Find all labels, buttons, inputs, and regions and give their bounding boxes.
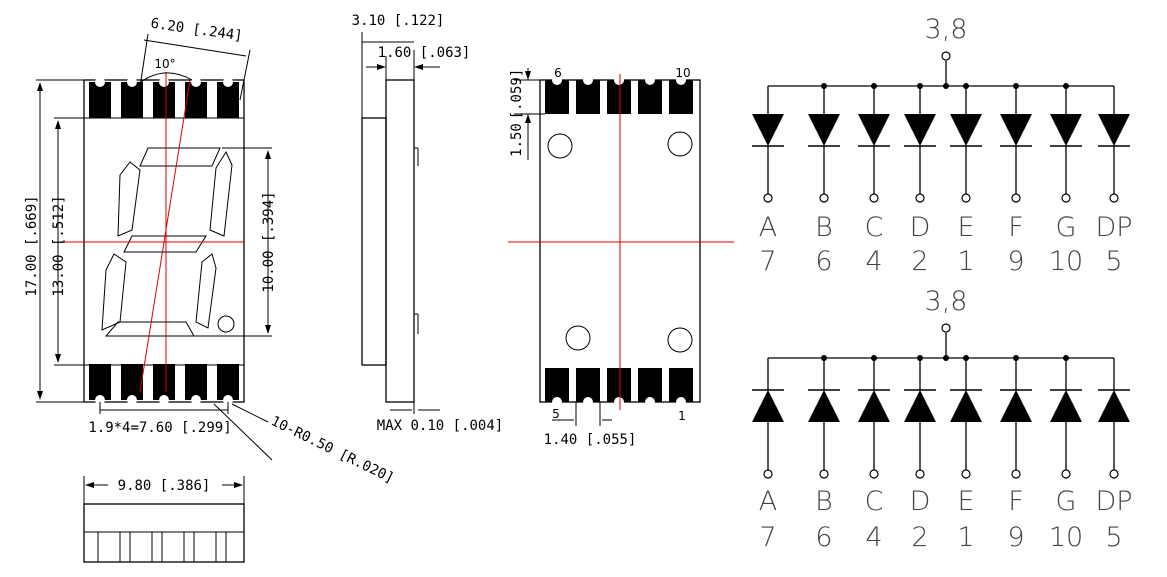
pin-label: 2 [911,246,928,277]
pin-label: 5 [1105,522,1122,553]
front-height-label: 17.00 [.669] [24,195,40,296]
segment-label-f: F [1008,212,1024,243]
diode-ca-b: B6 [808,83,840,277]
front-inner-height-label: 13.00 [.512] [51,195,67,296]
pin-label: 7 [759,246,776,277]
diode-ca-d: D2 [904,83,936,277]
segment-label-e: E [957,486,974,517]
diode-ca-e: E1 [950,83,982,277]
diode-ca-c: C4 [858,83,890,277]
front-angle-label: 10° [154,57,175,71]
bottom-pin-1: 1 [678,409,686,423]
bottom-bottom-pads [545,368,693,407]
common-cathode-pins-label: 3,8 [925,286,968,317]
diode-ca-g: G10 [1049,83,1083,277]
segment-label-d: D [910,212,931,243]
pin-label: 6 [815,522,832,553]
end-view [83,476,245,563]
pin-label: 4 [865,522,882,553]
segment-label-g: G [1056,212,1077,243]
front-top-pads [89,77,239,118]
diode-cc-g: G 10 [1049,355,1083,553]
bottom-pin-5: 5 [552,407,560,421]
segment-label-c: C [865,212,884,243]
segment-label-c: C [865,486,884,517]
pin-label: 4 [865,246,882,277]
pin-label: 5 [1105,246,1122,277]
diode-ca-dp: DP5 [1095,86,1133,277]
pin-label: 1 [957,522,974,553]
segment-label-a: A [759,212,777,243]
front-digit-height-label: 10.00 [.394] [261,191,277,292]
bottom-pin-6: 6 [554,66,562,80]
segment-label-d: D [910,486,931,517]
front-bottom-pads [89,364,239,405]
common-anode-pins-label: 3,8 [925,14,968,45]
front-pitch-label: 1.9*4=7.60 [.299] [88,420,231,436]
end-width-label: 9.80 [.386] [118,478,211,494]
pin-label: 10 [1049,246,1083,277]
pin-label: 6 [815,246,832,277]
diode-cc-c: C4 [858,355,890,553]
front-width-label: 6.20 [.244] [150,16,244,45]
diode-cc-dp: DP 5 [1095,358,1133,553]
segment-label-b: B [815,212,833,243]
segment-label-dp: DP [1095,486,1132,517]
segment-label-b: B [815,486,833,517]
pin-label: 7 [759,522,776,553]
bottom-view [508,68,734,426]
diode-cc-a: A7 [752,358,784,553]
side-max-label: MAX 0.10 [.004] [377,418,503,434]
segment-label-dp: DP [1095,212,1132,243]
pin-label: 10 [1049,522,1083,553]
side-view [361,32,440,414]
segment-label-e: E [957,212,974,243]
side-thickness-label: 3.10 [.122] [352,13,445,29]
diode-cc-f: F9 [1000,355,1032,553]
diode-cc-e: E1 [950,355,982,553]
pin-label: 1 [957,246,974,277]
bottom-pad-width-label: 1.40 [.055] [544,432,637,448]
segment-label-a: A [759,486,777,517]
diode-cc-b: B6 [808,355,840,553]
segment-label-g: G [1056,486,1077,517]
side-body-label: 1.60 [.063] [378,45,471,61]
front-view [36,33,273,461]
bottom-pin-10: 10 [675,66,690,80]
bottom-pad-len-label: [.059] [509,69,525,120]
diode-ca-f: F9 [1000,83,1032,277]
segment-label-f: F [1008,486,1024,517]
pin-label: 9 [1007,246,1024,277]
pin-label: 2 [911,522,928,553]
diode-ca-a: A7 [752,86,784,277]
pin-label: 9 [1007,522,1024,553]
bottom-top-pads [545,75,693,114]
diode-cc-d: D2 [904,355,936,553]
bottom-pad-len-value: 1.50 [509,123,525,157]
